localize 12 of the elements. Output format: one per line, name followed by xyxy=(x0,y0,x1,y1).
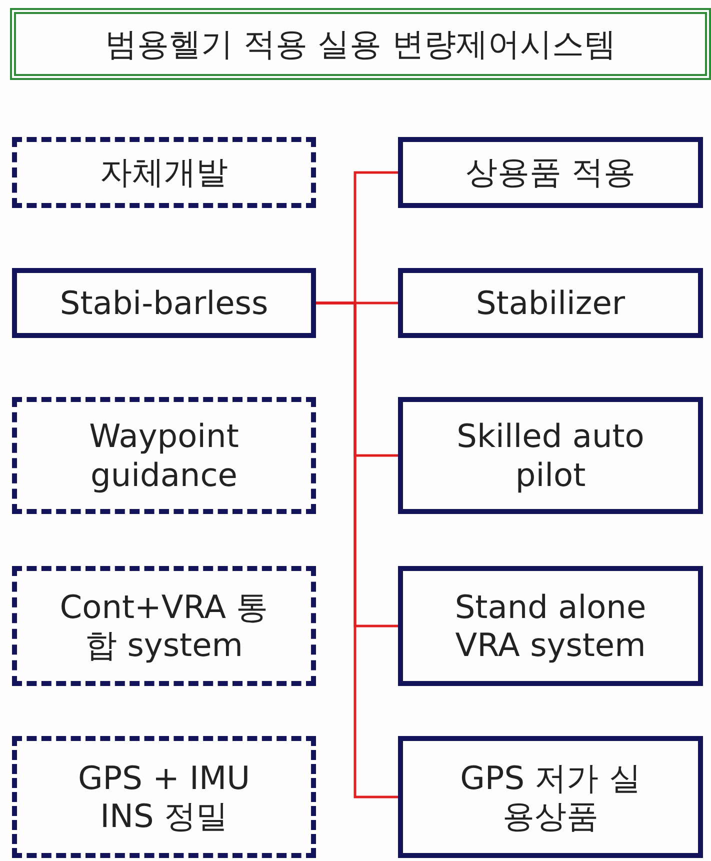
process-box: Stabilizer xyxy=(398,268,703,338)
dashed-box: GPS + IMU INS 정밀 xyxy=(12,736,316,858)
title-box: 범용헬기 적용 실용 변량제어시스템 xyxy=(10,8,711,80)
dashed-box: Cont+VRA 통합 system xyxy=(12,566,316,686)
process-box: Skilled auto pilot xyxy=(398,397,703,514)
dashed-box: 자체개발 xyxy=(12,137,316,208)
process-box: Stand alone VRA system xyxy=(398,566,703,686)
process-box: Stabi-barless xyxy=(12,268,316,338)
dashed-box: Waypoint guidance xyxy=(12,397,316,514)
process-box: GPS 저가 실용상품 xyxy=(398,736,703,858)
process-box: 상용품 적용 xyxy=(398,137,703,208)
connector-line xyxy=(316,302,398,798)
